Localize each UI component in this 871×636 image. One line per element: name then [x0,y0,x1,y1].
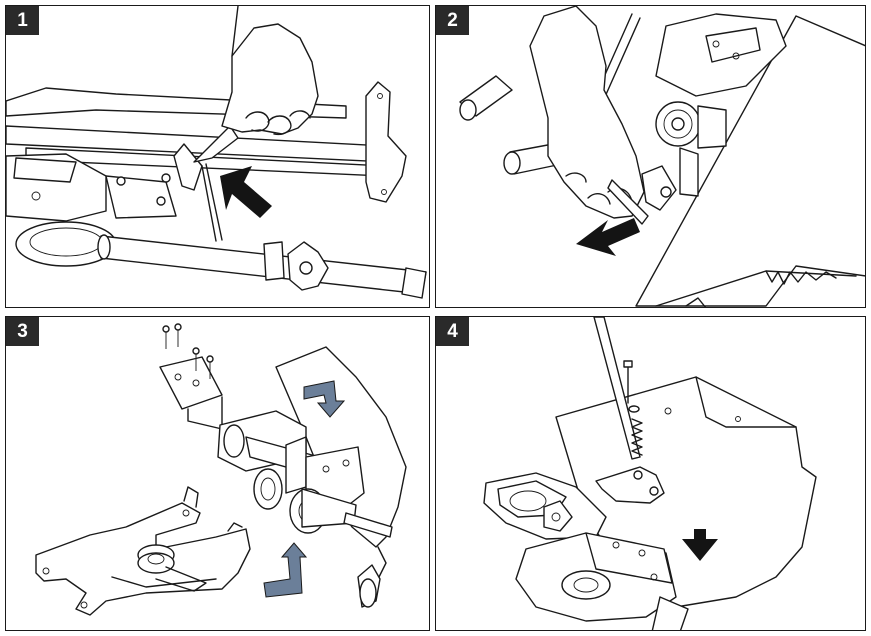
step-panel-4: 4 [435,316,866,631]
step-number-badge: 3 [6,317,39,346]
step-1-illustration [6,6,427,299]
step-panel-1: 1 [5,5,430,308]
step-panel-3: 3 [5,316,430,631]
step-number-badge: 1 [6,6,39,35]
step-2-illustration [459,6,865,307]
step-number-badge: 2 [436,6,469,35]
step-number-badge: 4 [436,317,469,346]
step-3-illustration [35,323,407,616]
step-4-illustration [483,317,817,630]
step-panel-2: 2 [435,5,866,308]
